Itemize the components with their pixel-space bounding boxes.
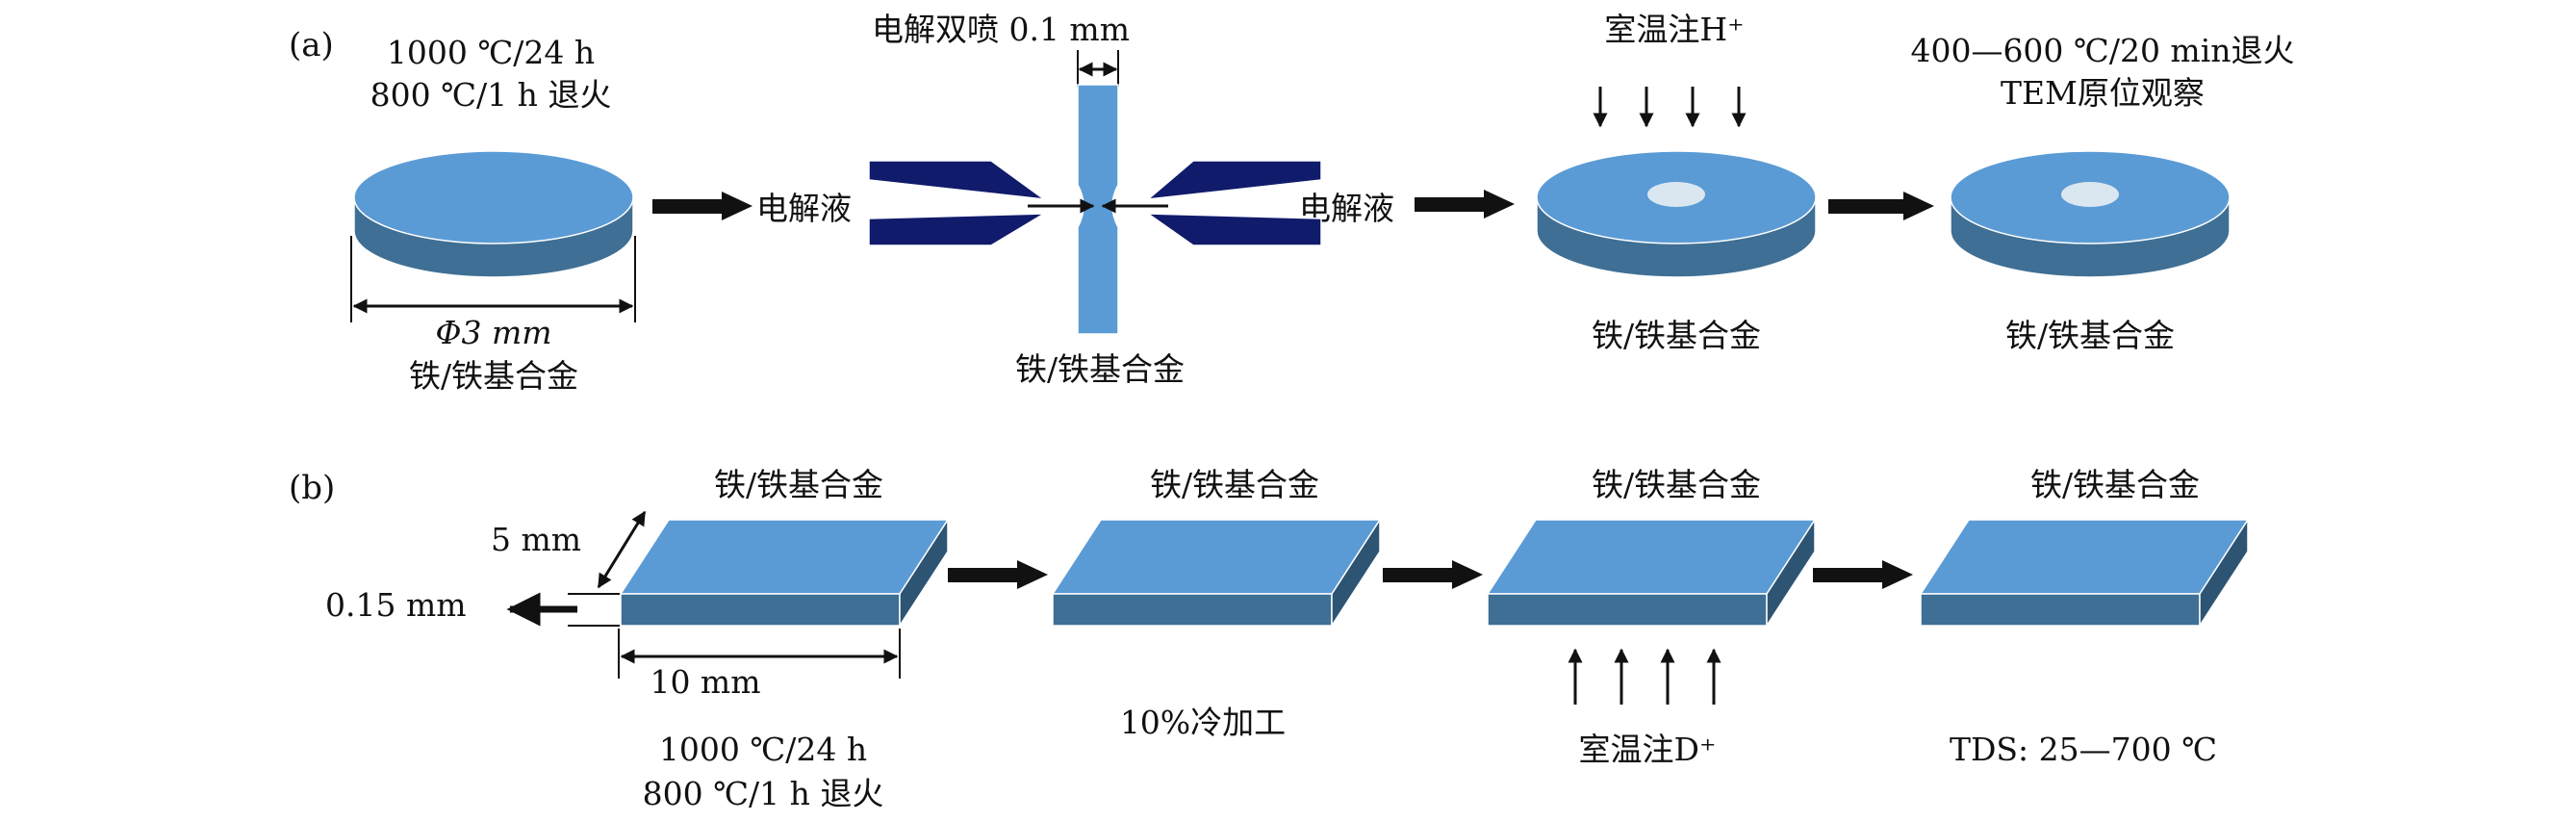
b2-plate: [1051, 517, 1382, 629]
a1-disk: [353, 150, 634, 278]
b4-material-label: 铁/铁基合金: [2030, 466, 2200, 503]
a2-right-nozzle: [1145, 160, 1322, 246]
a3-implant-label: 室温注H⁺: [1604, 11, 1744, 48]
a4-tem-label: TEM原位观察: [2001, 74, 2205, 112]
b-arrow-1: [948, 560, 1048, 589]
b1-width-label: 5 mm: [491, 521, 581, 558]
b1-heat-line1: 1000 ℃/24 h: [659, 731, 867, 768]
a4-anneal-label: 400—600 ℃/20 min退火: [1910, 32, 2294, 69]
panel-b-label: (b): [289, 469, 335, 507]
b-arrow-3: [1813, 560, 1913, 589]
a1-heat-line1: 1000 ℃/24 h: [387, 34, 595, 71]
b3-implant-label: 室温注D⁺: [1579, 731, 1717, 768]
a3-disk: [1536, 150, 1817, 278]
b-arrow-2: [1383, 560, 1483, 589]
b1-thickness-label: 0.15 mm: [325, 586, 467, 624]
a2-jet-label: 电解双喷 0.1 mm: [872, 11, 1130, 48]
b1-width-dimension: [597, 510, 647, 589]
b2-process-label: 10%冷加工: [1120, 704, 1286, 741]
b1-thickness-dimension: [506, 592, 620, 627]
b1-material-label: 铁/铁基合金: [714, 466, 883, 503]
b3-ion-arrows: [1568, 648, 1722, 705]
a-arrow-3: [1828, 192, 1934, 220]
a3-ion-arrows: [1593, 87, 1747, 128]
b1-plate: [619, 517, 950, 629]
b1-length-dimension: [618, 629, 901, 679]
a2-thickness-dimension: [1077, 50, 1119, 87]
b2-material-label: 铁/铁基合金: [1150, 466, 1319, 503]
a2-electrolyte-left: 电解液: [756, 190, 852, 227]
a1-diameter-dimension: [350, 236, 636, 322]
a1-material-label: 铁/铁基合金: [409, 357, 578, 395]
b1-heat-line2: 800 ℃/1 h 退火: [643, 775, 884, 812]
a-arrow-1: [652, 192, 752, 220]
a1-diameter-label: Φ3 mm: [435, 314, 551, 351]
b4-plate: [1919, 517, 2250, 629]
a2-foil-sample: [1077, 84, 1119, 335]
a-arrow-2: [1415, 190, 1515, 218]
b1-length-label: 10 mm: [650, 663, 760, 701]
a4-material-label: 铁/铁基合金: [2005, 317, 2175, 354]
a2-material-label: 铁/铁基合金: [1015, 350, 1185, 388]
b3-material-label: 铁/铁基合金: [1592, 466, 1761, 503]
b4-process-label: TDS: 25—700 ℃: [1950, 731, 2217, 768]
a4-disk: [1950, 150, 2231, 278]
a1-heat-line2: 800 ℃/1 h 退火: [370, 76, 612, 114]
panel-a-label: (a): [289, 26, 334, 64]
a3-material-label: 铁/铁基合金: [1592, 317, 1761, 354]
b3-plate: [1486, 517, 1817, 629]
a2-left-nozzle: [868, 160, 1047, 246]
